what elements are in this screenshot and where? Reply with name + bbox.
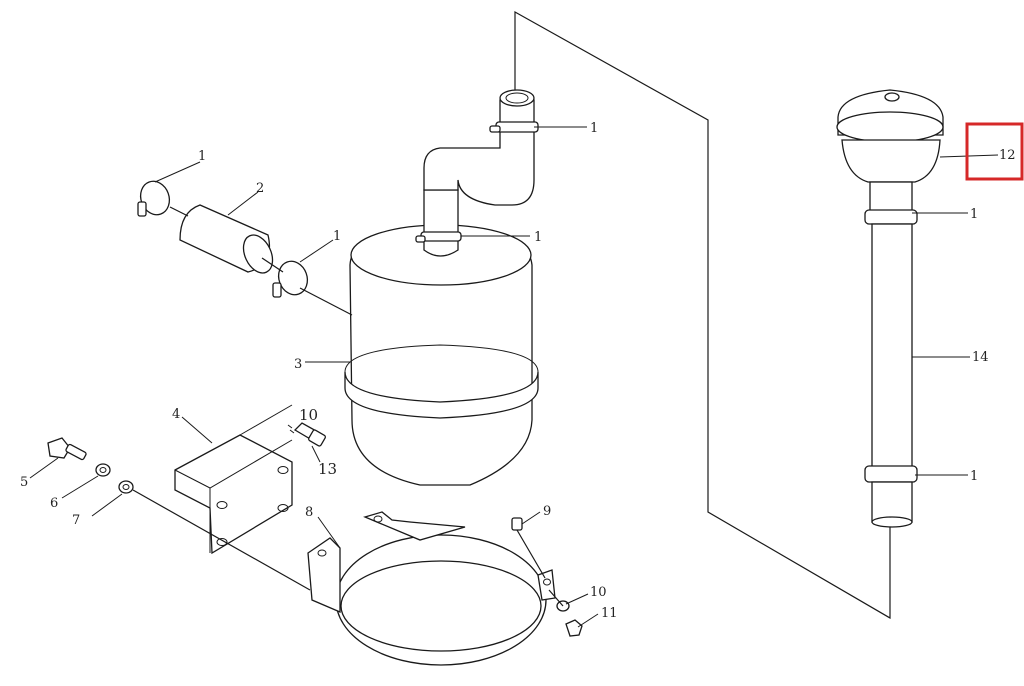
- callout-4-bracket: 4: [172, 407, 180, 422]
- callout-14-stack: 14: [972, 350, 989, 365]
- highlight-box: [965, 122, 1024, 181]
- callout-1-left-clamp: 1: [198, 149, 206, 164]
- mounting-strap: [307, 511, 556, 666]
- muffler-tank: [344, 189, 539, 486]
- callout-9-screw: 9: [543, 504, 551, 519]
- callout-7-washer: 7: [72, 513, 80, 528]
- callout-5-bolt: 5: [20, 475, 28, 490]
- callout-1-right-clamp: 1: [333, 229, 341, 244]
- inlet-hose-assembly: [137, 180, 353, 316]
- elbow-pipe: [415, 89, 539, 243]
- callout-2-hose: 2: [256, 181, 264, 196]
- callout-10-lower: 10: [590, 585, 607, 600]
- bolt-13: [287, 422, 326, 447]
- callout-1-stack-top: 1: [970, 207, 978, 222]
- callout-12-cap: 12: [999, 148, 1016, 163]
- callout-13-bolt: 13: [318, 460, 337, 478]
- callout-1-tank-clamp: 1: [534, 230, 542, 245]
- leader-lines: [29, 126, 999, 628]
- callout-6-washer: 6: [50, 496, 58, 511]
- callout-3-tank: 3: [294, 357, 302, 372]
- callout-11-nut: 11: [601, 606, 618, 621]
- callout-1-stack-bottom: 1: [970, 469, 978, 484]
- callout-10-upper: 10: [299, 406, 318, 424]
- callout-8-strap: 8: [305, 505, 313, 520]
- callout-1-top-pipe: 1: [590, 121, 598, 136]
- air-cleaner-stack: [836, 89, 944, 528]
- connection-line: [514, 10, 891, 620]
- bolt-5-washers: [47, 437, 311, 591]
- bracket: [174, 404, 293, 555]
